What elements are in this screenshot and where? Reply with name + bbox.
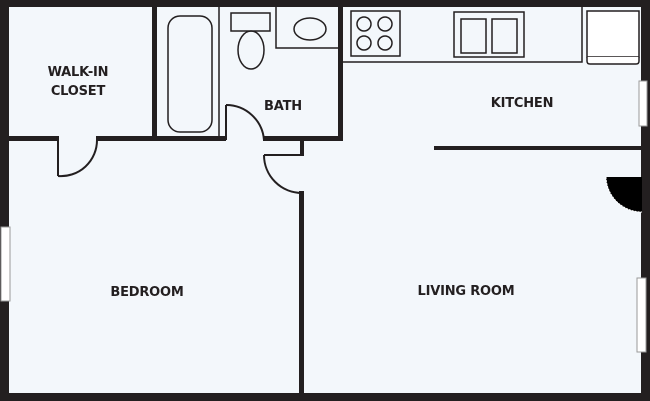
living-room-window (636, 277, 647, 353)
toilet (230, 12, 271, 70)
bedroom-label: BEDROOM (110, 285, 184, 300)
stove (350, 10, 401, 57)
floor (8, 6, 642, 394)
interior-walls (8, 6, 642, 394)
bathroom-sink (275, 7, 338, 49)
closet-door[interactable] (57, 139, 99, 178)
walk-in-closet-label-line1: WALK-IN (47, 65, 109, 80)
bath-label: BATH (264, 99, 302, 114)
bath-door[interactable] (225, 103, 265, 141)
kitchen-label: KITCHEN (490, 96, 554, 111)
walk-in-closet-label: WALK-IN CLOSET (36, 63, 120, 101)
windows (0, 80, 648, 353)
kitchen-sink (453, 11, 525, 58)
bedroom-door[interactable] (263, 154, 303, 194)
kitchen-counter (343, 7, 583, 63)
entry-door[interactable] (605, 176, 643, 213)
bedroom-window (0, 226, 11, 302)
walk-in-closet-label-line2: CLOSET (50, 84, 106, 99)
kitchen-window (638, 80, 648, 127)
living-room-label: LIVING ROOM (417, 284, 515, 299)
refrigerator (586, 10, 640, 65)
bathtub (167, 7, 220, 136)
